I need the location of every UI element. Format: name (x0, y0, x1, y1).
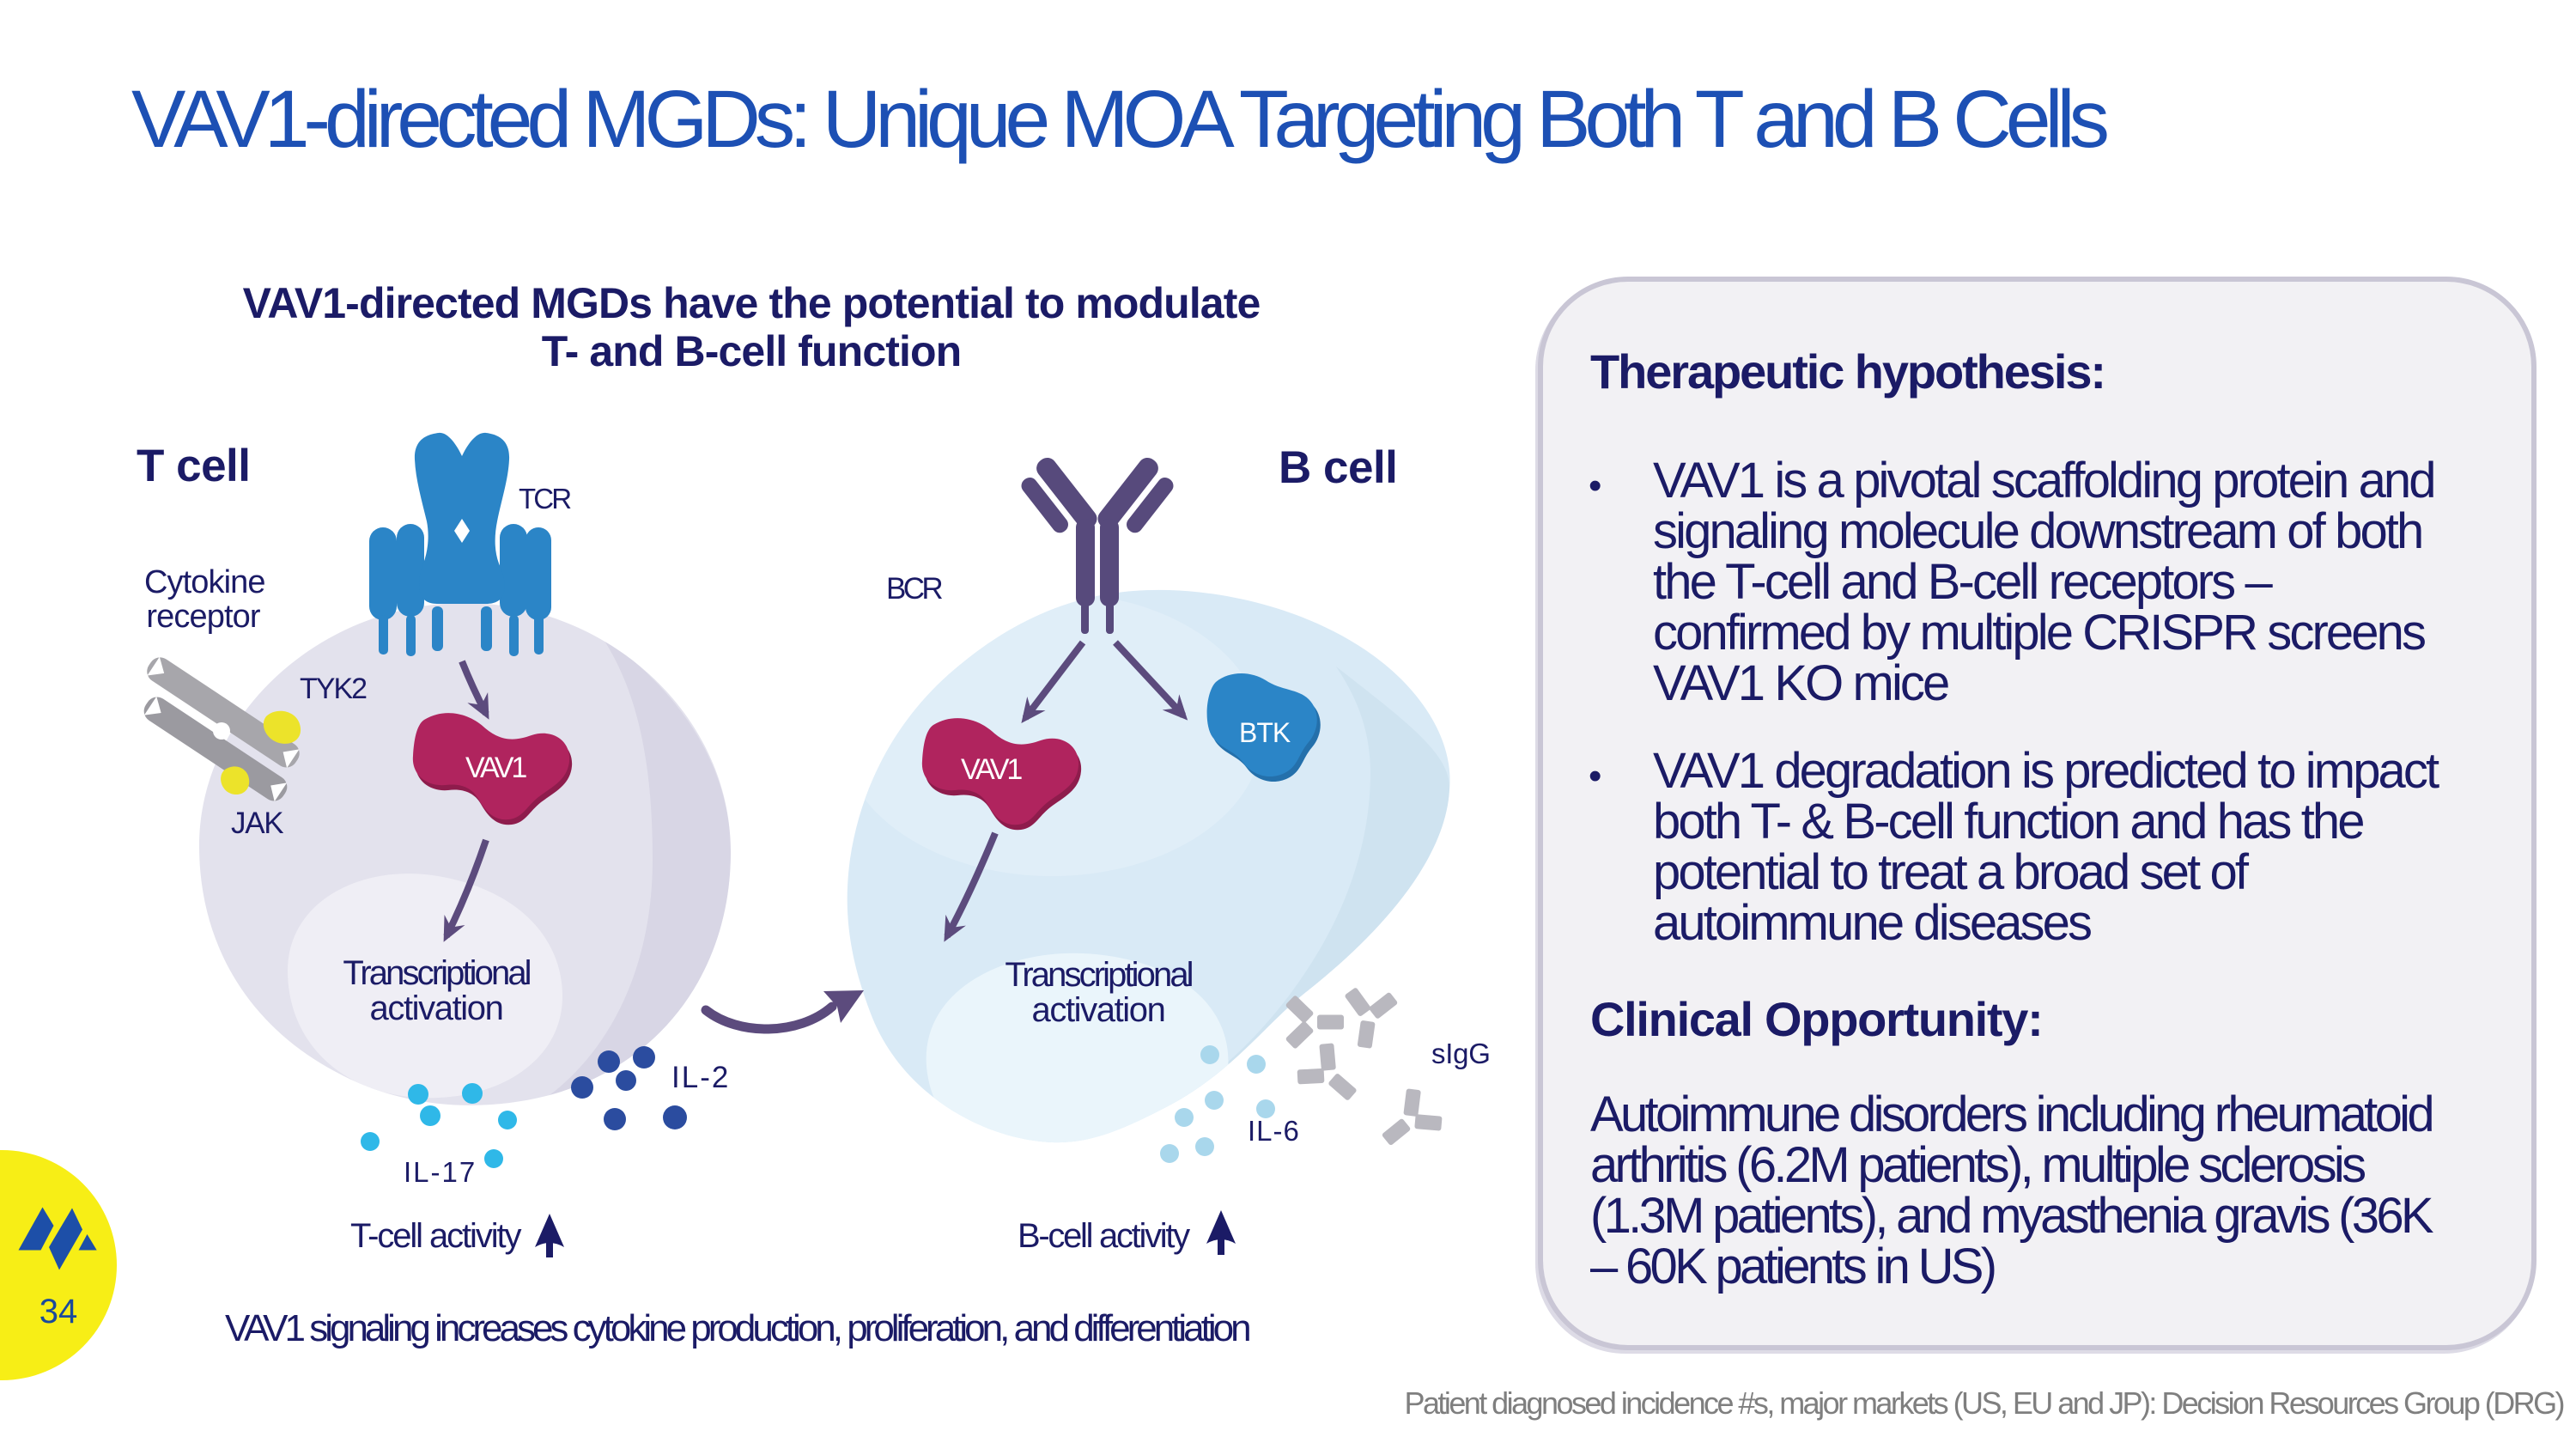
svg-text:34: 34 (39, 1293, 78, 1330)
